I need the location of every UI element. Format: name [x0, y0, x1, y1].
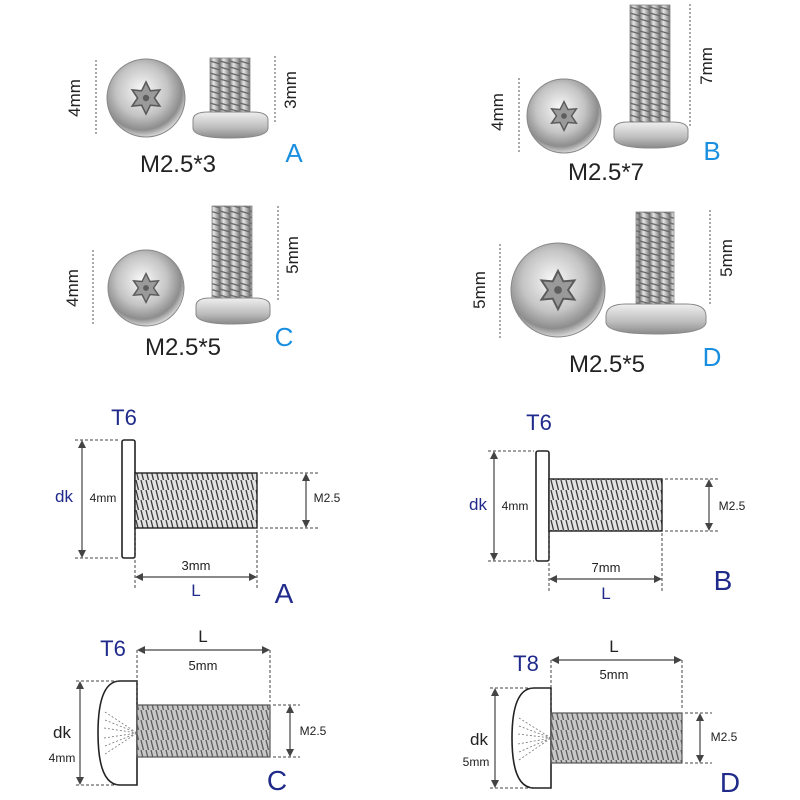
dk-label: dk — [470, 730, 488, 749]
length-label: L — [601, 584, 610, 603]
model-label: M2.5*7 — [568, 159, 644, 186]
drive-label: T6 — [111, 405, 137, 430]
variant-letter: B — [703, 136, 720, 166]
drawing-screw-b: T6 dk 4mm M2.5 7mm L B — [469, 410, 746, 603]
length-dimension: 5mm — [717, 239, 736, 277]
model-label: M2.5*5 — [145, 334, 221, 361]
screw-head — [511, 687, 552, 789]
head-top-view — [106, 58, 186, 138]
dk-label: dk — [53, 723, 71, 742]
screw-head — [97, 680, 138, 786]
head-dimension: 4mm — [63, 269, 82, 307]
length-dimension: 5mm — [283, 236, 302, 274]
length-value: 3mm — [182, 558, 211, 573]
model-label: M2.5*5 — [569, 351, 645, 378]
drawing-screw-d: T8 dk 5mm L 5mm M2.5 D — [463, 637, 740, 798]
length-dimension: 3mm — [281, 71, 300, 109]
drive-label: T6 — [100, 636, 126, 661]
thread-size: M2.5 — [314, 491, 341, 505]
length-value: 5mm — [600, 667, 629, 682]
side-view — [192, 57, 269, 139]
dk-label: dk — [469, 495, 487, 514]
threaded-shaft — [136, 704, 271, 758]
variant-letter: D — [720, 767, 740, 798]
variant-letter: C — [275, 322, 294, 352]
variant-letter: D — [703, 342, 722, 372]
drawing-screw-c: T6 dk 4mm L 5mm M2.5 C — [49, 627, 327, 796]
photo-screw-a: 4mm 3mm M2.5*3 A — [65, 56, 303, 178]
photo-screw-b: 4mm 7mm M2.5*7 B — [488, 4, 721, 186]
thread-size: M2.5 — [719, 499, 746, 513]
dk-label: dk — [55, 487, 73, 506]
dk-value: 4mm — [49, 751, 76, 765]
head-top-view — [510, 242, 606, 338]
variant-letter: A — [275, 578, 294, 609]
variant-letter: A — [285, 138, 303, 168]
thread-size: M2.5 — [300, 724, 327, 738]
head-top-view — [107, 249, 185, 327]
length-label: L — [609, 637, 618, 656]
threaded-shaft — [134, 472, 258, 529]
photo-screw-c: 4mm 5mm M2.5*5 C — [63, 205, 302, 361]
length-value: 7mm — [592, 560, 621, 575]
dk-value: 4mm — [502, 499, 529, 513]
dk-value: 4mm — [90, 491, 117, 505]
drawing-screw-a: T6 dk 4mm M2.5 3mm L A — [55, 405, 341, 609]
length-label: L — [198, 627, 207, 646]
head-top-view — [526, 78, 602, 154]
length-dimension: 7mm — [697, 47, 716, 85]
model-label: M2.5*3 — [140, 151, 216, 178]
threaded-shaft — [548, 478, 663, 532]
dk-value: 5mm — [463, 755, 490, 769]
head-dimension: 5mm — [470, 271, 489, 309]
length-value: 5mm — [189, 658, 218, 673]
drive-label: T8 — [513, 651, 539, 676]
thread-size: M2.5 — [711, 730, 738, 744]
drive-label: T6 — [526, 410, 552, 435]
threaded-shaft — [550, 712, 683, 764]
photo-screw-d: 5mm 5mm M2.5*5 D — [470, 210, 736, 378]
variant-letter: C — [267, 765, 287, 796]
head-dimension: 4mm — [488, 93, 507, 131]
side-view — [613, 4, 689, 149]
variant-letter: B — [714, 565, 733, 596]
length-label: L — [191, 581, 200, 600]
side-view — [605, 211, 707, 335]
side-view — [195, 205, 271, 325]
screw-head — [121, 439, 136, 559]
screw-head — [535, 450, 550, 562]
head-dimension: 4mm — [65, 79, 84, 117]
